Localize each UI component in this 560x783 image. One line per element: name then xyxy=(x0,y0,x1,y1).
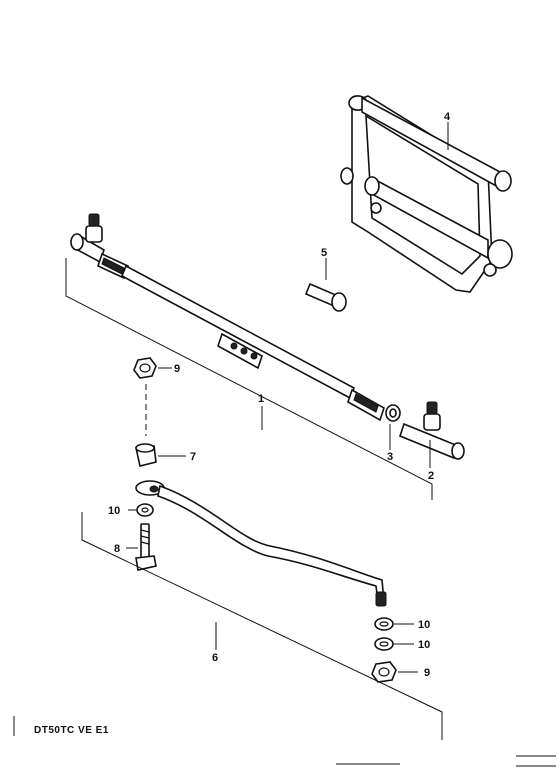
callout-2: 2 xyxy=(428,470,434,482)
washer-part-10-right-upper xyxy=(374,617,414,631)
sleeve-part-7 xyxy=(135,443,186,467)
callout-6: 6 xyxy=(212,652,218,664)
link-rod-bracket-lines xyxy=(81,512,443,740)
washer-part-10-left xyxy=(128,503,154,517)
callout-3: 3 xyxy=(387,451,393,463)
callout-9-lower: 9 xyxy=(424,667,430,679)
nut-part-9-upper xyxy=(133,357,172,436)
callout-1: 1 xyxy=(258,393,264,405)
callout-8: 8 xyxy=(114,543,120,555)
footer-model-code: DT50TC VE E1 xyxy=(34,725,109,736)
nut-part-9-lower xyxy=(371,661,418,683)
pin-part-5 xyxy=(304,258,347,312)
callout-4: 4 xyxy=(444,111,451,123)
callout-10-right-lower: 10 xyxy=(418,639,430,651)
callout-10-right-upper: 10 xyxy=(418,619,430,631)
link-rod-part-6 xyxy=(135,480,387,607)
bracket-frame-part-4 xyxy=(340,95,513,293)
callout-5: 5 xyxy=(321,247,327,259)
tie-rod-part-1 xyxy=(70,213,465,468)
bolt-part-8 xyxy=(126,523,157,571)
callout-10-left: 10 xyxy=(108,505,120,517)
callout-9-upper: 9 xyxy=(174,363,180,375)
washer-part-10-right-lower xyxy=(374,637,414,651)
callout-7: 7 xyxy=(190,451,196,463)
tie-rod-bracket-lines xyxy=(65,258,433,500)
